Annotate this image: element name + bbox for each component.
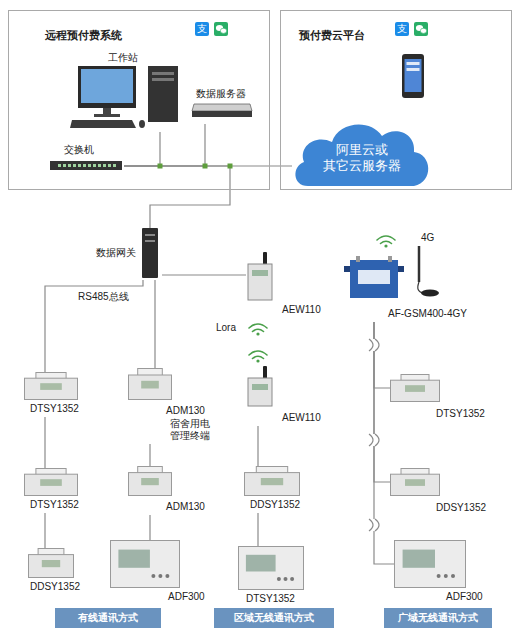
annotation: RS485总线 [78, 291, 129, 303]
device-node: AF-GSM400-4GY [344, 254, 469, 322]
node-label: AEW110 [282, 412, 321, 424]
panel-title: 预付费云平台 [299, 29, 365, 42]
node-label: AF-GSM400-4GY [388, 308, 467, 320]
meter-image [390, 468, 440, 496]
device-node: AEW110 [246, 366, 330, 426]
wechat-icon [214, 22, 228, 36]
meter-image [28, 548, 74, 578]
gateway-image [140, 228, 160, 278]
device-node: DDSY1352 [390, 468, 489, 516]
device-node: AEW110 [246, 252, 330, 318]
device-node: ADF300 [110, 540, 214, 605]
connector [124, 166, 230, 228]
band-label: 广域无线通讯方式 [398, 612, 478, 624]
wireless-break [367, 339, 381, 531]
node-label: ADM130 [166, 501, 205, 513]
device-node: DTSY1352 [390, 374, 487, 422]
server-image [190, 104, 252, 118]
device-node: DTSY1352 [24, 372, 86, 417]
connector [374, 322, 390, 388]
node-label: 宿舍用电 管理终端 [170, 418, 216, 442]
device-node: 工作站 [70, 52, 184, 132]
node-label: DDSY1352 [250, 499, 300, 511]
band-label: 区域无线通讯方式 [234, 612, 314, 624]
device-node: 数据网关 [96, 228, 162, 280]
panel-meter-image [110, 540, 180, 588]
radio-module-image [246, 252, 274, 300]
meter-image [128, 368, 172, 400]
node-label: 数据网关 [96, 247, 136, 259]
node-label: ADF300 [446, 591, 483, 603]
connector [45, 280, 143, 372]
category-band: 有线通讯方式 [55, 608, 161, 628]
device-node: ADF300 [394, 540, 498, 605]
node-label: DTSY1352 [30, 499, 79, 511]
node-label: DTSY1352 [436, 408, 485, 420]
device-node: 数据服务器 [190, 88, 256, 124]
band-label: 有线通讯方式 [78, 612, 138, 624]
category-band: 区域无线通讯方式 [214, 608, 334, 628]
node-label: 阿里云或 其它云服务器 [316, 142, 408, 173]
cloud-node: 阿里云或 其它云服务器 [292, 116, 434, 190]
node-label: DDSY1352 [30, 581, 80, 593]
meter-image [128, 466, 172, 496]
device-node: DDSY1352 [28, 548, 86, 595]
workstation-image [70, 66, 182, 130]
system-panel: 远程预付费系统工作站数据服务器交换机 [8, 10, 270, 190]
phone-image [402, 54, 424, 98]
switch-image [50, 160, 122, 172]
device-node: ADM130宿舍用电 管理终端 [128, 368, 222, 444]
connector [149, 444, 150, 466]
node-label: 数据服务器 [196, 88, 246, 100]
connector [44, 417, 45, 468]
panel-title: 远程预付费系统 [45, 29, 122, 42]
node-label: 工作站 [108, 52, 138, 64]
connector [149, 515, 150, 540]
connector [162, 274, 246, 275]
connector [124, 132, 160, 166]
connector [44, 513, 45, 548]
device-node: DTSY1352 [238, 546, 310, 607]
meter-image [24, 468, 78, 496]
annotation: 4G [421, 232, 434, 244]
junction-dot [158, 164, 233, 169]
node-label: ADF300 [168, 591, 205, 603]
alipay-icon: 支 [395, 22, 409, 36]
panel-meter-image [394, 540, 466, 588]
radio-module-image [246, 366, 274, 406]
device-node: DTSY1352 [24, 468, 86, 513]
node-label: DTSY1352 [246, 593, 295, 605]
meter-image [390, 374, 440, 402]
node-label: DDSY1352 [436, 502, 486, 514]
alipay-icon: 支 [195, 22, 209, 36]
panel-meter-image [238, 546, 304, 590]
category-band: 广域无线通讯方式 [384, 608, 492, 628]
node-label: 交换机 [64, 144, 94, 156]
connector [257, 426, 258, 466]
connector [154, 280, 155, 368]
wechat-icon [414, 22, 428, 36]
connector [257, 513, 258, 546]
antenna-image [418, 246, 439, 297]
connector [124, 124, 205, 166]
node-label: AEW110 [282, 304, 321, 316]
meter-image [244, 466, 300, 496]
system-panel: 预付费云平台阿里云或 其它云服务器 [280, 10, 512, 190]
device-node: ADM130 [128, 466, 212, 515]
gsm-modem-image [344, 254, 404, 298]
node-label: ADM130 [166, 405, 205, 417]
device-node: 交换机 [50, 144, 124, 174]
meter-image [24, 372, 78, 400]
node-label: DTSY1352 [30, 403, 79, 415]
annotation: Lora [216, 322, 236, 334]
device-node: DDSY1352 [244, 466, 308, 513]
